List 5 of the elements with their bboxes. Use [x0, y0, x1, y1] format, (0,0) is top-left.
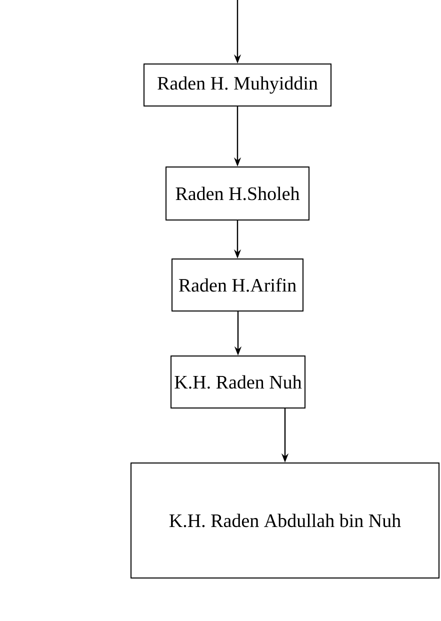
person-box: K.H. Raden Abdullah bin Nuh [130, 462, 440, 578]
person-box: Raden H. Muhyiddin [144, 64, 332, 106]
person-box: K.H. Raden Nuh [170, 356, 306, 408]
person-box: Raden H.Sholeh [166, 166, 310, 220]
person-box: Raden H.Arifin [172, 258, 304, 312]
